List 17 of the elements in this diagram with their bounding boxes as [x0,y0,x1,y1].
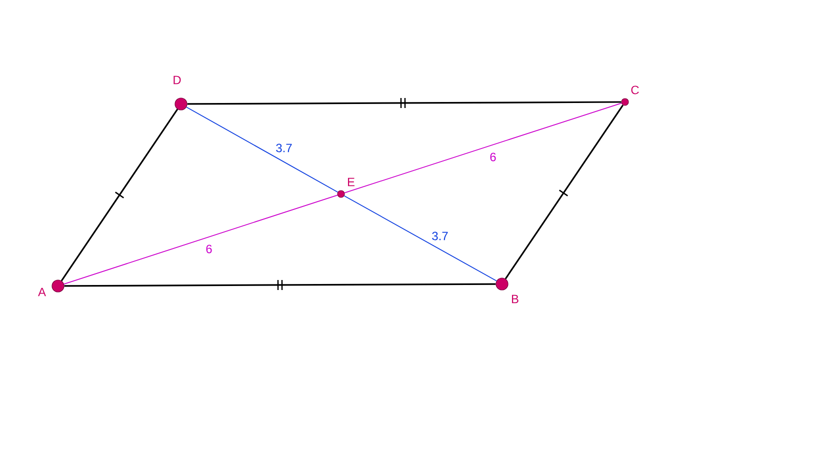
line-segment [186,106,338,193]
line-segment [64,283,496,287]
point-label: C [631,86,639,94]
line-segment [344,102,622,194]
point-label: B [512,294,518,304]
point-label: D [174,76,181,84]
line-segment [504,104,624,280]
line-segment [344,195,497,282]
line-segment [187,101,622,105]
line-segment [60,108,178,282]
point-label: A [38,288,46,296]
edge-label: 3.7 [430,230,450,242]
point-label: E [348,178,354,186]
edge-label: 6 [488,152,498,162]
edge-label: 3.7 [274,142,294,154]
line-segment [64,194,338,284]
edge-label: 6 [204,244,214,254]
